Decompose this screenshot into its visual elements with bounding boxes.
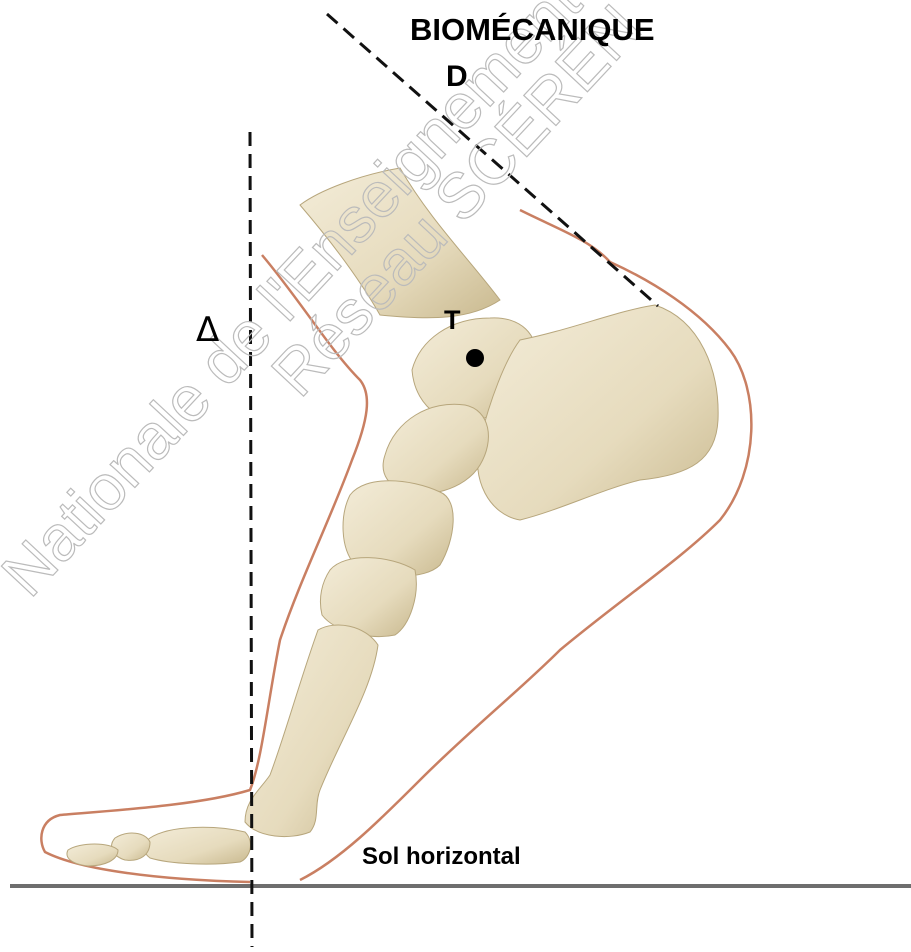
ground-label: Sol horizontal bbox=[362, 843, 521, 871]
phalanx-middle bbox=[112, 833, 150, 860]
point-t-marker bbox=[466, 349, 484, 367]
phalanx-distal bbox=[67, 844, 118, 866]
axis-d-label: D bbox=[446, 60, 468, 94]
axis-delta-label: Δ bbox=[196, 310, 219, 350]
diagram-title: BIOMÉCANIQUE bbox=[410, 12, 655, 48]
navicular-bone bbox=[383, 404, 488, 494]
phalanx-proximal bbox=[144, 827, 250, 864]
point-t-label: T bbox=[444, 305, 461, 336]
delta-axis-line bbox=[250, 132, 252, 947]
tibia-bone bbox=[300, 168, 500, 318]
